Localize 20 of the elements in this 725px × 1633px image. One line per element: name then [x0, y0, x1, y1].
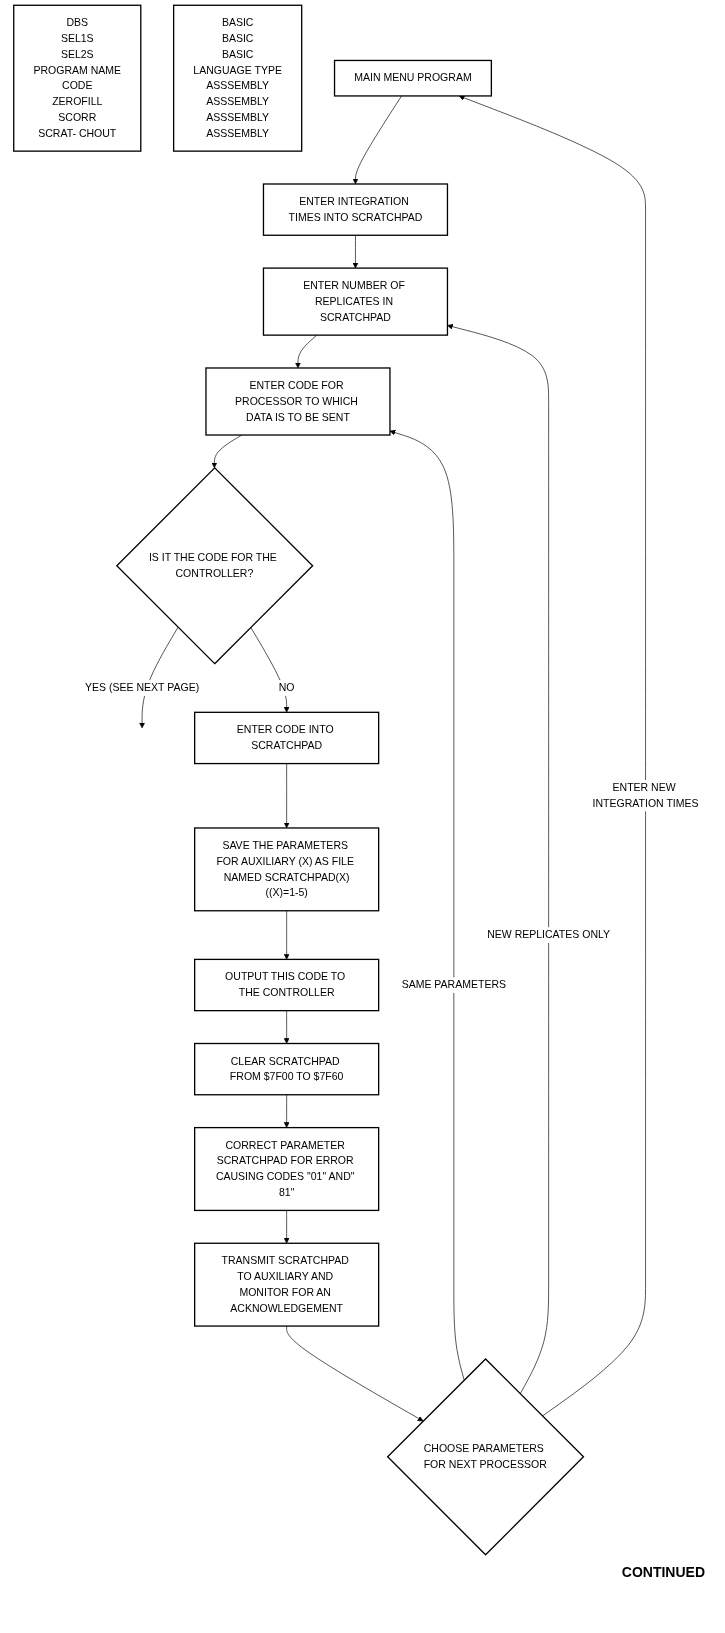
node-box: ENTER NUMBER OF REPLICATES IN SCRATCHPAD — [262, 267, 449, 336]
node-box: CLEAR SCRATCHPAD FROM $7F00 TO $7F60 — [194, 1042, 380, 1096]
edge-label: ENTER NEW INTEGRATION TIMES — [592, 781, 699, 809]
node-box: ENTER INTEGRATION TIMES INTO SCRATCHPAD — [262, 183, 449, 236]
edge-label: NEW REPLICATES ONLY — [487, 929, 611, 941]
node-box: MAIN MENU PROGRAM — [333, 59, 493, 97]
edge-label: SAME PARAMETERS — [401, 979, 507, 991]
node-diamond: IS IT THE CODE FOR THE CONTROLLER? — [115, 466, 314, 665]
node-box: CORRECT PARAMETER SCRATCHPAD FOR ERROR CAUSING CODES "01" AND" 81" — [194, 1126, 380, 1212]
node-box: ENTER CODE FOR PROCESSOR TO WHICH DATA IS TO BE SENT — [205, 367, 391, 436]
node-box: DBS SEL1S SEL2S PROGRAM NAME CODE ZEROFILL SCORR SCRAT- CHOUT — [13, 4, 142, 152]
node-box: BASIC BASIC BASIC LANGUAGE TYPE ASSSEMBLY ASSSEMBLY ASSSEMBLY ASSSEMBLY — [173, 4, 303, 152]
node-box: TRANSMIT SCRATCHPAD TO AUXILIARY AND MONITOR FOR AN ACKNOWLEDGEMENT — [194, 1242, 380, 1327]
node-diamond: CHOOSE PARAMETERS FOR NEXT PROCESSOR — [386, 1358, 585, 1556]
node-box: SAVE THE PARAMETERS FOR AUXILIARY (X) AS FILE NAMED SCRATCHPAD(X)((X)=1-5) — [194, 827, 380, 912]
edge-label: YES (SEE NEXT PAGE) — [85, 682, 200, 694]
node-box: ENTER CODE INTO SCRATCHPAD — [194, 711, 380, 765]
continued-note: CONTINUED — [620, 1564, 705, 1580]
node-box: OUTPUT THIS CODE TO THE CONTROLLER — [194, 958, 380, 1012]
edge-label: NO — [278, 682, 295, 694]
